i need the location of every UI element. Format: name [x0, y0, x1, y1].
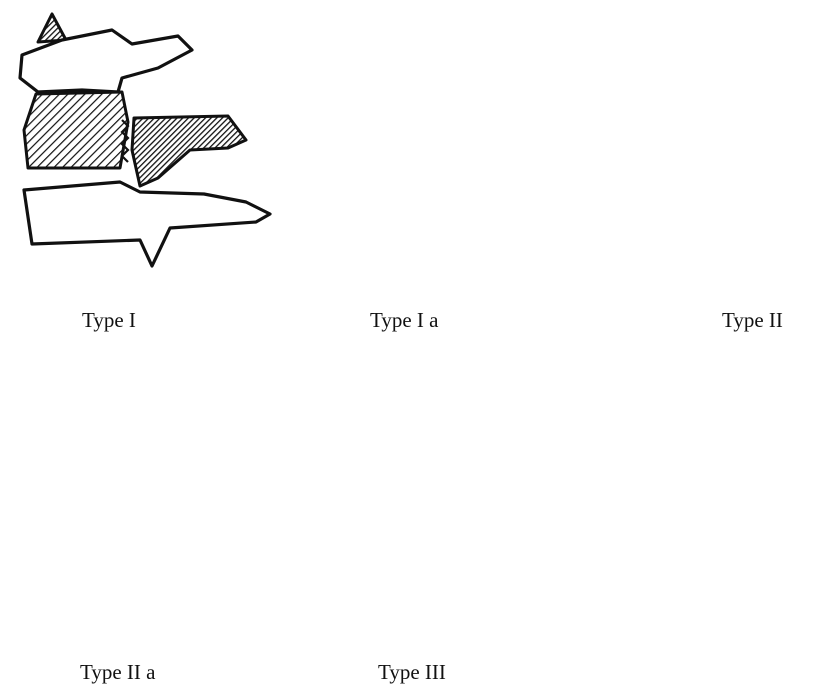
caption-type-2: Type II	[722, 308, 783, 333]
pars-fragment-left	[24, 92, 128, 168]
panel-type-1	[20, 14, 270, 266]
caption-type-2a: Type II a	[80, 660, 156, 685]
vertebral-body	[24, 182, 270, 266]
pars-fragment-right	[132, 116, 246, 186]
caption-type-3: Type III	[378, 660, 446, 685]
caption-type-1a: Type I a	[370, 308, 439, 333]
caption-type-1: Type I	[82, 308, 136, 333]
superior-facet-tip	[38, 14, 66, 42]
